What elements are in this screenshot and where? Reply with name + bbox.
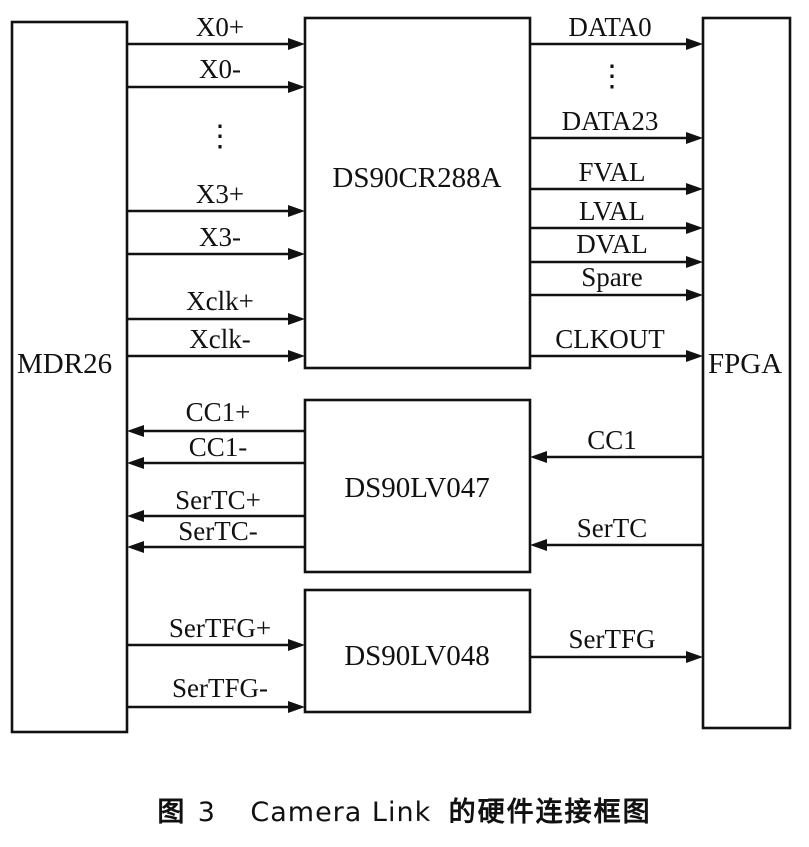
signal-sertfgp: SerTFG+ <box>127 613 305 651</box>
svg-text:SerTC: SerTC <box>577 513 648 543</box>
signal-sertc: SerTC <box>530 513 703 551</box>
signal-sertfg: SerTFG <box>530 624 703 663</box>
caption-figure: 图 <box>157 797 187 828</box>
caption-number: 3 <box>197 797 217 828</box>
ds90lv047-block <box>303 398 532 574</box>
signal-cc1m: CC1- <box>127 432 305 469</box>
svg-text:SerTFG-: SerTFG- <box>172 673 268 703</box>
signal-fval: FVAL <box>530 157 703 195</box>
svg-text:CC1: CC1 <box>587 425 637 455</box>
svg-text:X0-: X0- <box>199 54 241 84</box>
signal-spare: Spare <box>530 262 703 301</box>
ds90lv048-block <box>303 588 532 714</box>
svg-text:FVAL: FVAL <box>578 157 645 187</box>
mdr26-label: MDR26 <box>17 348 112 380</box>
signal-sertfgm: SerTFG- <box>127 673 305 713</box>
svg-text:DVAL: DVAL <box>576 229 648 259</box>
signal-sertcp: SerTC+ <box>127 485 305 522</box>
svg-text:LVAL: LVAL <box>579 196 645 226</box>
signal-sertcm: SerTC- <box>127 516 305 553</box>
svg-text:CC1-: CC1- <box>189 432 248 462</box>
ds90lv047-label: DS90LV047 <box>344 472 490 504</box>
svg-text:SerTC-: SerTC- <box>178 516 257 546</box>
svg-text:SerTFG+: SerTFG+ <box>169 613 271 643</box>
caption-title-zh: 的硬件连接框图 <box>448 797 652 828</box>
mdr26-block <box>10 20 129 734</box>
fpga-block <box>701 16 792 730</box>
svg-text:Spare: Spare <box>581 262 642 292</box>
ellipsis-right: ⋮ <box>597 60 627 93</box>
signal-x3p: X3+ <box>127 179 305 217</box>
ds90cr288a-label: DS90CR288A <box>332 162 501 194</box>
svg-text:Xclk+: Xclk+ <box>186 286 254 316</box>
ds90cr288a-block <box>303 16 532 370</box>
svg-text:CLKOUT: CLKOUT <box>555 324 665 354</box>
ds90lv048-label: DS90LV048 <box>344 640 490 672</box>
figure-caption: 图 3 Camera Link 的硬件连接框图 <box>0 790 809 829</box>
svg-text:SerTC+: SerTC+ <box>175 485 261 515</box>
fpga-label: FPGA <box>708 348 782 380</box>
signal-x0p: X0+ <box>127 12 305 50</box>
ellipsis-left: ⋮ <box>205 120 235 153</box>
signal-cc1p: CC1+ <box>127 397 305 437</box>
signal-x3m: X3- <box>127 222 305 260</box>
svg-text:X3+: X3+ <box>196 179 244 209</box>
signal-dval: DVAL <box>530 229 703 268</box>
signal-lval: LVAL <box>530 196 703 234</box>
svg-text:SerTFG: SerTFG <box>569 624 656 654</box>
signal-clkout: CLKOUT <box>530 324 703 362</box>
signal-x0m: X0- <box>127 54 305 93</box>
svg-text:Xclk-: Xclk- <box>189 324 250 354</box>
signal-cc1: CC1 <box>530 425 703 463</box>
svg-text:DATA0: DATA0 <box>568 12 651 42</box>
svg-text:X0+: X0+ <box>196 12 244 42</box>
signal-data23: DATA23 <box>530 106 703 144</box>
caption-title-en: Camera Link <box>250 797 432 828</box>
signal-xclkp: Xclk+ <box>127 286 305 325</box>
svg-text:DATA23: DATA23 <box>562 106 659 136</box>
svg-text:CC1+: CC1+ <box>186 397 251 427</box>
signal-xclkm: Xclk- <box>127 324 305 362</box>
svg-text:X3-: X3- <box>199 222 241 252</box>
signal-data0: DATA0 <box>530 12 703 50</box>
